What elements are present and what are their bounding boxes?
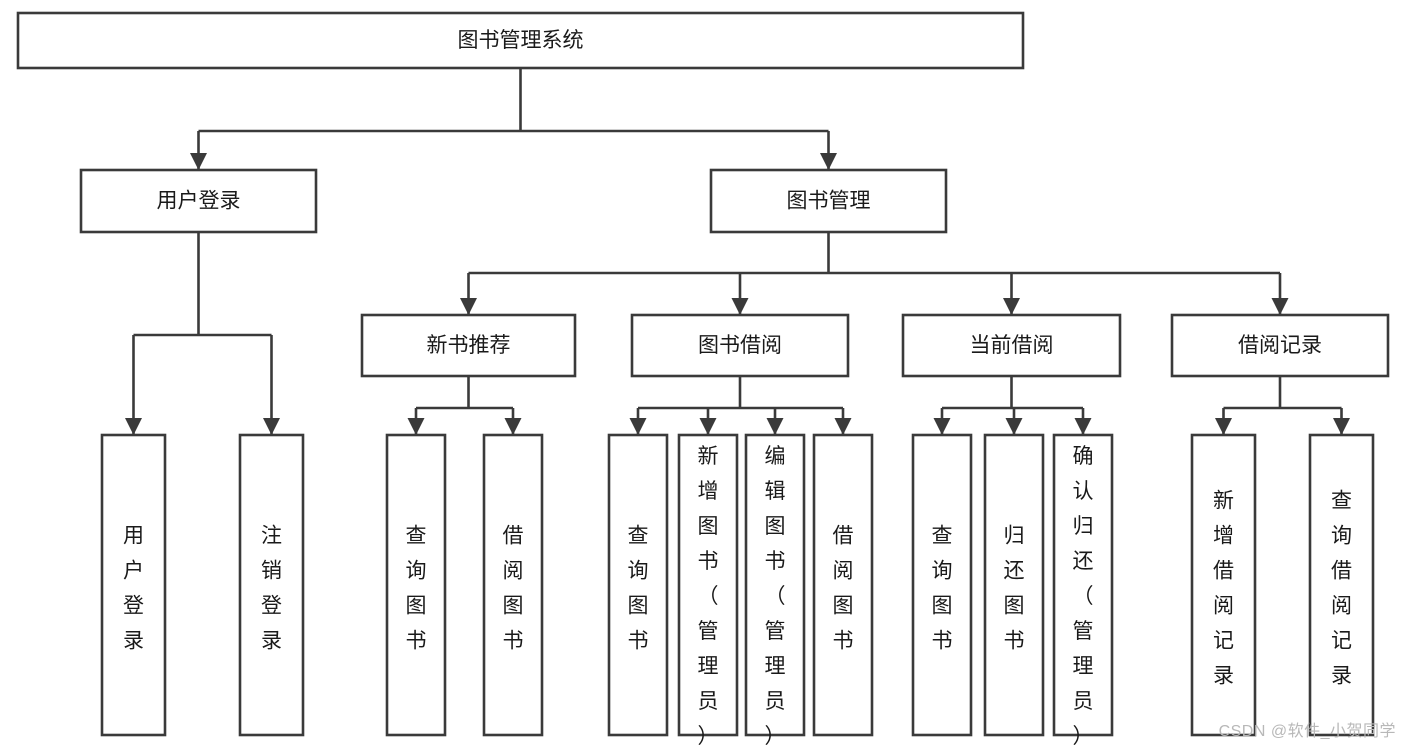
node-level3-0[interactable]: 新书推荐	[360, 313, 577, 378]
node-box[interactable]	[100, 433, 167, 737]
node-box[interactable]	[482, 433, 544, 737]
node-level3-2[interactable]: 当前借阅	[901, 313, 1122, 378]
node-leaf-6[interactable]: 编辑图书（管理员）	[744, 433, 806, 747]
node-label: 归还图书	[1004, 524, 1025, 652]
node-box[interactable]	[607, 433, 669, 737]
node-level2-1[interactable]: 图书管理	[709, 168, 948, 234]
node-label: 查询图书	[406, 524, 427, 652]
node-label: 确认归还（管理员）	[1073, 445, 1094, 747]
node-leaf-11[interactable]: 新增借阅记录	[1190, 433, 1257, 737]
arrow-head-icon	[263, 418, 280, 435]
node-leaf-0[interactable]: 用户登录	[100, 433, 167, 737]
node-box[interactable]	[1052, 433, 1114, 737]
node-label: 注销登录	[261, 524, 282, 652]
node-level2-0[interactable]: 用户登录	[79, 168, 318, 234]
node-box[interactable]	[385, 433, 447, 737]
arrow-head-icon	[1005, 418, 1023, 435]
node-level3-1[interactable]: 图书借阅	[630, 313, 850, 378]
arrow-head-icon	[1003, 298, 1020, 315]
node-leaf-3[interactable]: 借阅图书	[482, 433, 544, 737]
arrow-head-icon	[1333, 418, 1350, 435]
node-leaf-2[interactable]: 查询图书	[385, 433, 447, 737]
node-label: 图书管理系统	[458, 29, 584, 52]
node-label: 图书管理	[787, 190, 871, 213]
node-box[interactable]	[744, 433, 806, 737]
node-label: 图书借阅	[698, 334, 782, 357]
node-label: 借阅图书	[503, 524, 524, 652]
node-leaf-5[interactable]: 新增图书（管理员）	[677, 433, 739, 747]
node-label: 用户登录	[157, 190, 241, 213]
arrow-head-icon	[820, 153, 837, 170]
node-leaf-9[interactable]: 归还图书	[983, 433, 1045, 737]
arrow-head-icon	[629, 418, 647, 435]
arrow-head-icon	[407, 418, 425, 435]
arrow-head-icon	[460, 298, 477, 315]
node-label: 查询图书	[932, 524, 953, 652]
node-leaf-10[interactable]: 确认归还（管理员）	[1052, 433, 1114, 747]
arrow-head-icon	[699, 418, 717, 435]
node-label: 用户登录	[123, 524, 144, 652]
node-label: 新书推荐	[427, 334, 511, 357]
arrow-head-icon	[731, 298, 749, 315]
arrow-head-icon	[125, 418, 142, 435]
node-leaf-12[interactable]: 查询借阅记录	[1308, 433, 1375, 737]
node-label: 新增借阅记录	[1213, 489, 1234, 687]
node-label: 查询借阅记录	[1331, 489, 1352, 687]
arrow-head-icon	[1271, 298, 1289, 315]
node-box[interactable]	[901, 313, 1122, 378]
arrow-head-icon	[504, 418, 522, 435]
node-box[interactable]	[677, 433, 739, 737]
node-label: 当前借阅	[970, 334, 1054, 357]
node-label: 查询图书	[628, 524, 649, 652]
arrow-head-icon	[190, 153, 207, 170]
node-leaf-8[interactable]: 查询图书	[911, 433, 973, 737]
node-box[interactable]	[630, 313, 850, 378]
node-leaf-1[interactable]: 注销登录	[238, 433, 305, 737]
node-box[interactable]	[238, 433, 305, 737]
node-box[interactable]	[1308, 433, 1375, 737]
node-layer: 图书管理系统用户登录图书管理新书推荐图书借阅当前借阅借阅记录用户登录注销登录查询…	[16, 11, 1390, 747]
node-box[interactable]	[1190, 433, 1257, 737]
node-label: 新增图书（管理员）	[698, 445, 719, 747]
node-level3-3[interactable]: 借阅记录	[1170, 313, 1390, 378]
node-root-0[interactable]: 图书管理系统	[16, 11, 1025, 70]
node-box[interactable]	[16, 11, 1025, 70]
arrow-head-icon	[1074, 418, 1092, 435]
arrow-head-icon	[933, 418, 951, 435]
node-leaf-7[interactable]: 借阅图书	[812, 433, 874, 737]
node-label: 借阅记录	[1238, 334, 1322, 357]
node-leaf-4[interactable]: 查询图书	[607, 433, 669, 737]
node-label: 编辑图书（管理员）	[765, 445, 786, 747]
arrow-head-icon	[1215, 418, 1232, 435]
node-box[interactable]	[911, 433, 973, 737]
node-box[interactable]	[983, 433, 1045, 737]
node-box[interactable]	[709, 168, 948, 234]
node-box[interactable]	[79, 168, 318, 234]
node-box[interactable]	[1170, 313, 1390, 378]
arrow-head-icon	[766, 418, 784, 435]
node-label: 借阅图书	[833, 524, 854, 652]
node-box[interactable]	[360, 313, 577, 378]
arrow-head-icon	[834, 418, 852, 435]
node-box[interactable]	[812, 433, 874, 737]
connector-layer	[125, 68, 1350, 435]
